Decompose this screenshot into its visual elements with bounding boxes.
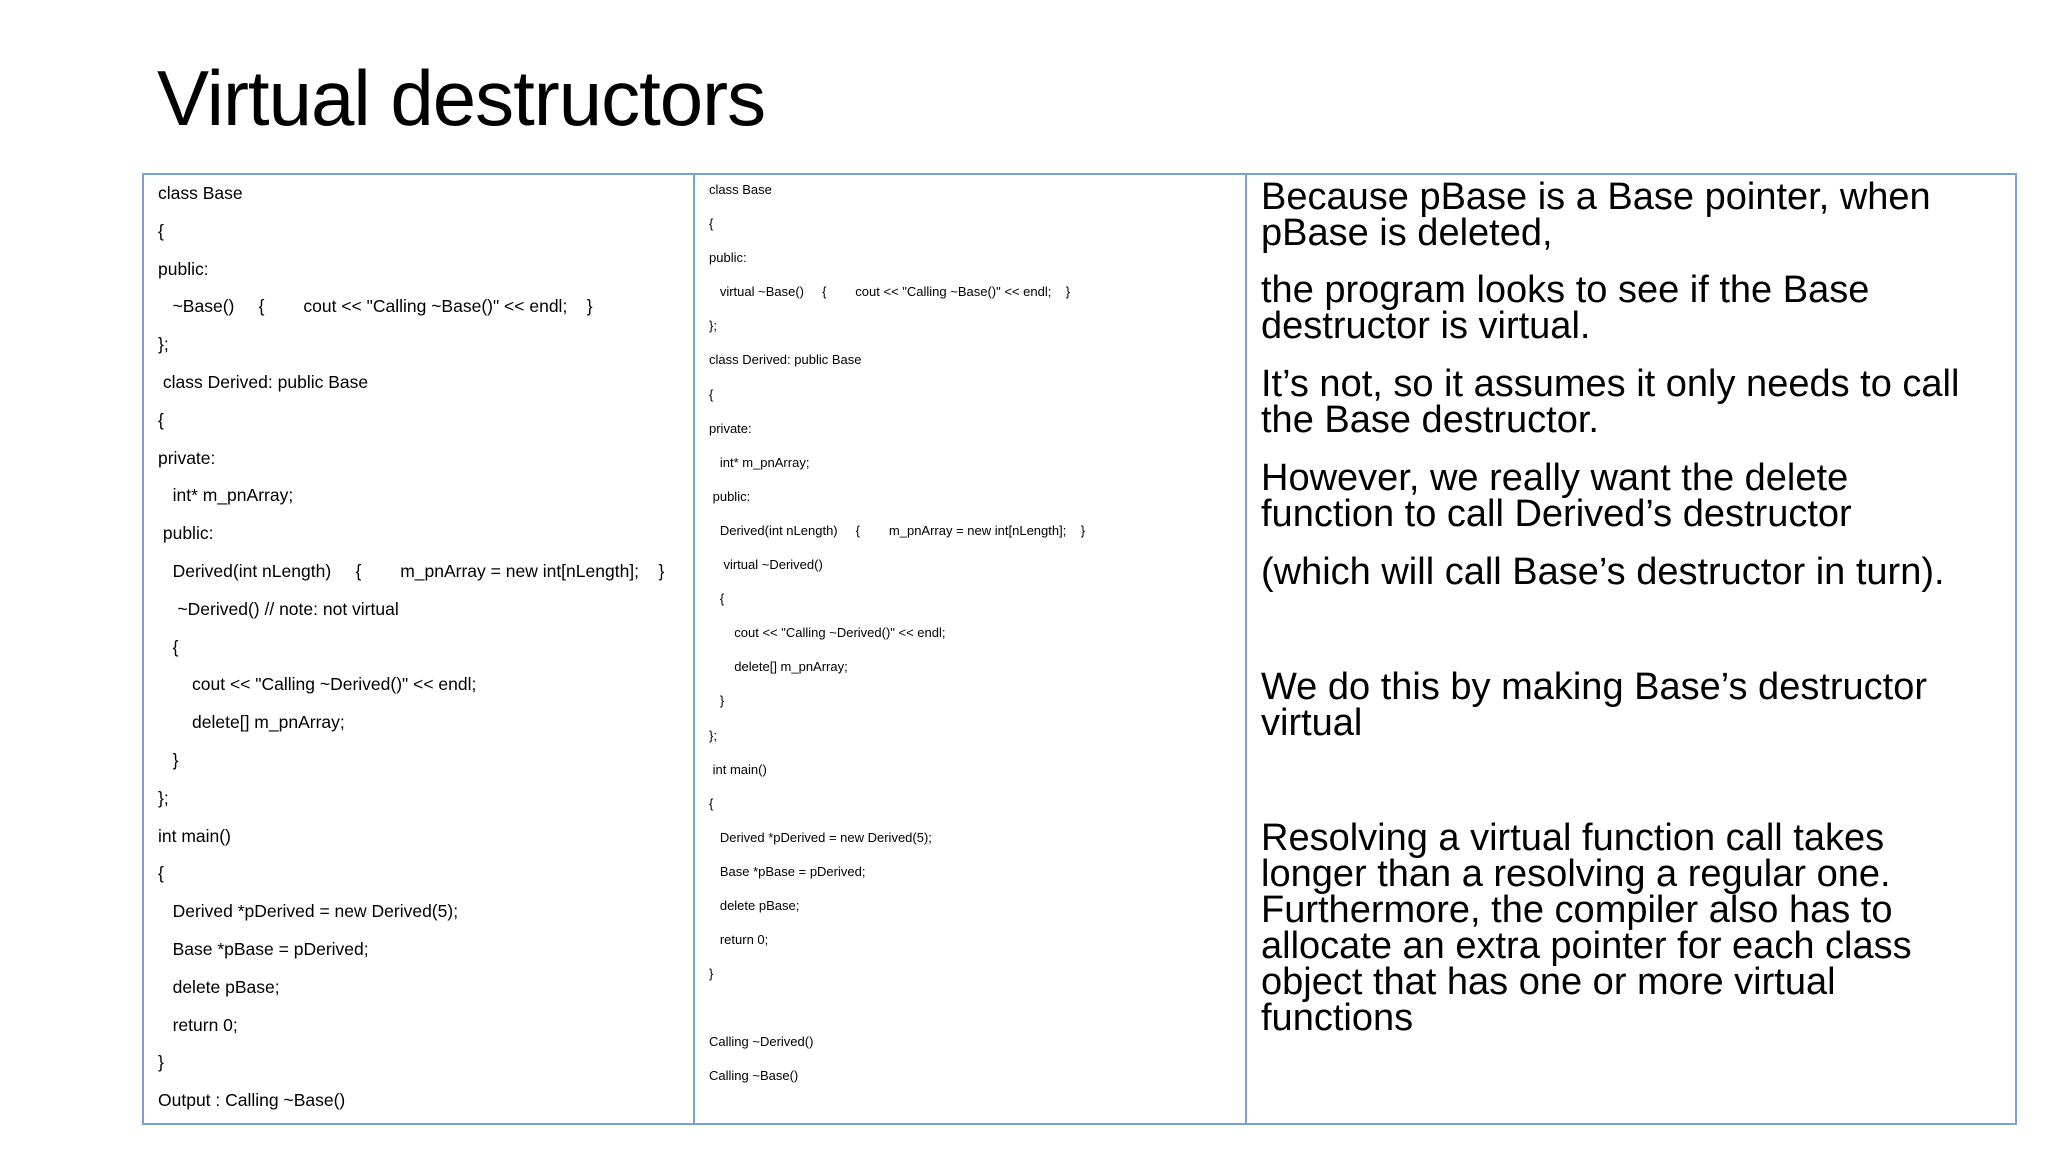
code-line [709, 996, 1085, 1030]
code-line: class Derived: public Base [709, 352, 862, 368]
code-line: { [158, 636, 179, 657]
virtual-code-column: class Base { public: virtual ~Base() { cou… [695, 175, 1247, 1123]
code-line: } [158, 749, 179, 770]
code-line: return 0; [709, 932, 769, 948]
code-line: }; [158, 334, 169, 355]
code-line: delete[] m_pnArray; [709, 659, 848, 675]
explanation-column: Because pBase is a Base pointer, when pB… [1247, 175, 2015, 1123]
code-line: } [709, 966, 714, 982]
code-line: { [158, 220, 164, 241]
code-line: } [709, 693, 725, 709]
explanation-paragraph: We do this by making Base’s destructor v… [1261, 666, 1928, 744]
code-line: }; [158, 787, 169, 808]
code-line: Calling ~Base() [709, 1068, 799, 1084]
code-line: virtual ~Base() { cout << "Calling ~Base… [709, 284, 1071, 300]
code-line: private: [709, 420, 752, 436]
non-virtual-code-listing: class Base { public: ~Base() { cout << "Ca… [158, 178, 664, 1123]
code-line: class Base [158, 183, 243, 203]
explanation-paragraph: Resolving a virtual function call takes … [1261, 817, 1912, 1039]
code-line: class Derived: public Base [158, 371, 369, 392]
code-line: int main() [709, 761, 767, 777]
explanation-paragraph: It’s not, so it assumes it only needs to… [1261, 363, 1960, 441]
slide-title: Virtual destructors [157, 54, 766, 142]
explanation-paragraph: Because pBase is a Base pointer, when pB… [1261, 176, 1931, 254]
code-line: Base *pBase = pDerived; [158, 938, 369, 959]
code-line: } [158, 1052, 164, 1073]
code-line: Output : Calling ~Base() [158, 1090, 346, 1111]
code-line: int* m_pnArray; [709, 454, 810, 470]
explanation-paragraph: However, we really want the delete funct… [1261, 457, 1852, 535]
code-line: int main() [158, 825, 231, 846]
code-line: public: [158, 258, 209, 279]
code-line: private: [158, 447, 216, 468]
code-line: return 0; [158, 1014, 238, 1035]
code-line: delete pBase; [158, 976, 280, 997]
code-line: public: [158, 523, 214, 544]
code-line: Derived(int nLength) { m_pnArray = new i… [158, 560, 665, 581]
explanation-paragraph: the program looks to see if the Base des… [1261, 269, 1870, 347]
code-line: { [709, 795, 714, 811]
code-line: cout << "Calling ~Derived()" << endl; [709, 625, 946, 641]
code-line: Calling ~Derived() [709, 1034, 814, 1050]
code-line: ~Derived() // note: not virtual [158, 598, 399, 619]
explanation-paragraph: (which will call Base’s destructor in tu… [1261, 551, 1945, 593]
code-line: ~Base() { cout << "Calling ~Base()" << e… [158, 296, 593, 317]
code-line: { [709, 591, 725, 607]
virtual-code-listing: class Base { public: virtual ~Base() { cou… [709, 178, 1085, 1099]
code-line: Derived *pDerived = new Derived(5); [709, 829, 932, 845]
non-virtual-code-column: class Base { public: ~Base() { cout << "Ca… [144, 175, 695, 1123]
content-table: class Base { public: ~Base() { cout << "Ca… [142, 173, 2017, 1125]
code-line: public: [709, 488, 751, 504]
code-line: cout << "Calling ~Derived()" << endl; [158, 674, 477, 695]
code-line: { [709, 386, 714, 402]
code-line: virtual ~Derived() [709, 557, 823, 573]
code-line: public: [709, 250, 747, 266]
code-line: { [158, 863, 164, 884]
code-line: }; [709, 727, 717, 743]
code-line: int* m_pnArray; [158, 485, 294, 506]
code-line: Derived *pDerived = new Derived(5); [158, 901, 459, 922]
code-line: Base *pBase = pDerived; [709, 863, 866, 879]
code-line: { [709, 216, 714, 232]
code-line: }; [709, 318, 717, 334]
code-line: delete pBase; [709, 897, 800, 913]
code-line: { [158, 409, 164, 430]
code-line: delete[] m_pnArray; [158, 712, 345, 733]
code-line: class Base [709, 182, 772, 197]
code-line: Derived(int nLength) { m_pnArray = new i… [709, 522, 1086, 538]
